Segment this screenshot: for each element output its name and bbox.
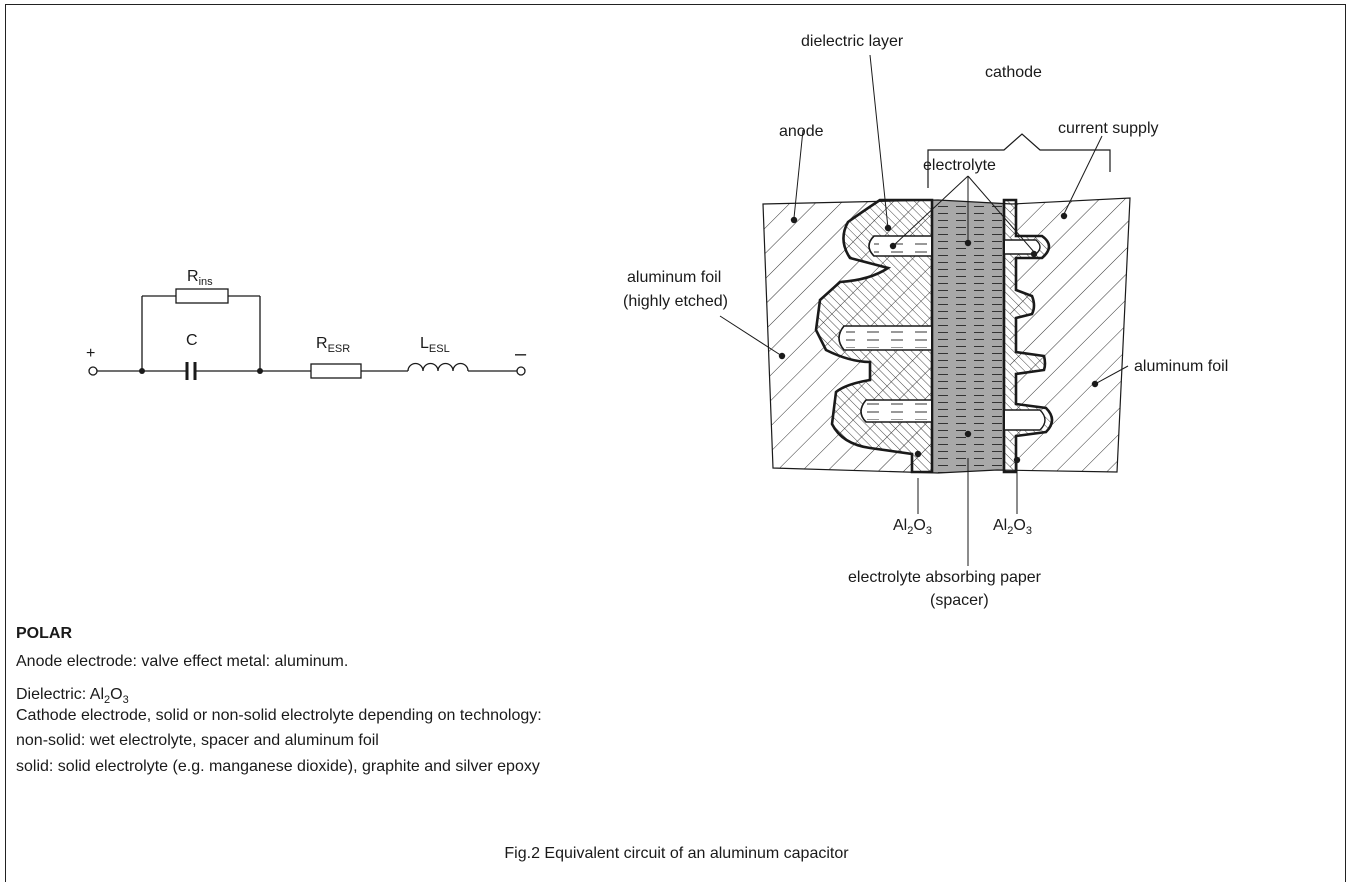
dielectric-line: Dielectric: Al2O3 [16,686,129,707]
al2o3-right-label: Al2O3 [993,517,1032,537]
non-solid-line: non-solid: wet electrolyte, spacer and a… [16,732,379,749]
anode-label: anode [779,123,824,140]
figure-frame [5,4,1346,882]
c-label: C [186,332,198,349]
junction-dot-left [139,368,145,374]
capacitor-cross-section: dielectric layer cathode anode current s… [623,33,1228,609]
r-ins-resistor [175,288,229,304]
cathode-bracket [927,133,1111,188]
r-esr-resistor [310,363,362,379]
anode-line: Anode electrode: valve effect metal: alu… [16,653,349,670]
figure-caption: Fig.2 Equivalent circuit of an aluminum … [504,845,849,862]
anode-electrolyte-dashes [846,238,932,420]
r-ins-label: Rins [187,268,213,288]
r-esr-label: RESR [316,335,350,355]
cathode-label: cathode [985,64,1042,81]
cathode-electrolyte-pockets [1003,239,1046,431]
paper-label-2: (spacer) [930,592,989,609]
aluminum-foil-etched-label-2: (highly etched) [623,293,728,310]
leader-dots [778,212,1099,464]
plus-terminal [88,366,98,376]
aluminum-foil-etched-label: aluminum foil [627,269,721,286]
cathode-oxide-layer [1002,198,1054,474]
cathode-line: Cathode electrode, solid or non-solid el… [16,707,542,724]
minus-label: – [515,343,527,365]
minus-terminal [516,366,526,376]
l-esl-label: LESL [420,335,450,355]
electrolyte-label: electrolyte [923,157,996,174]
current-supply-label: current supply [1058,120,1159,137]
heading-polar: POLAR [16,625,72,642]
al2o3-left-label: Al2O3 [893,517,932,537]
paper-label: electrolyte absorbing paper [848,569,1042,586]
plus-label: + [86,345,95,362]
dielectric-layer-label: dielectric layer [801,33,904,50]
solid-line: solid: solid electrolyte (e.g. manganese… [16,758,540,775]
l-esl-inductor [407,362,469,372]
equivalent-circuit: + – Rins C RESR LESL [86,268,527,380]
junction-dot-right [257,368,263,374]
block-outline [762,197,1131,474]
aluminum-foil-label: aluminum foil [1134,358,1228,375]
